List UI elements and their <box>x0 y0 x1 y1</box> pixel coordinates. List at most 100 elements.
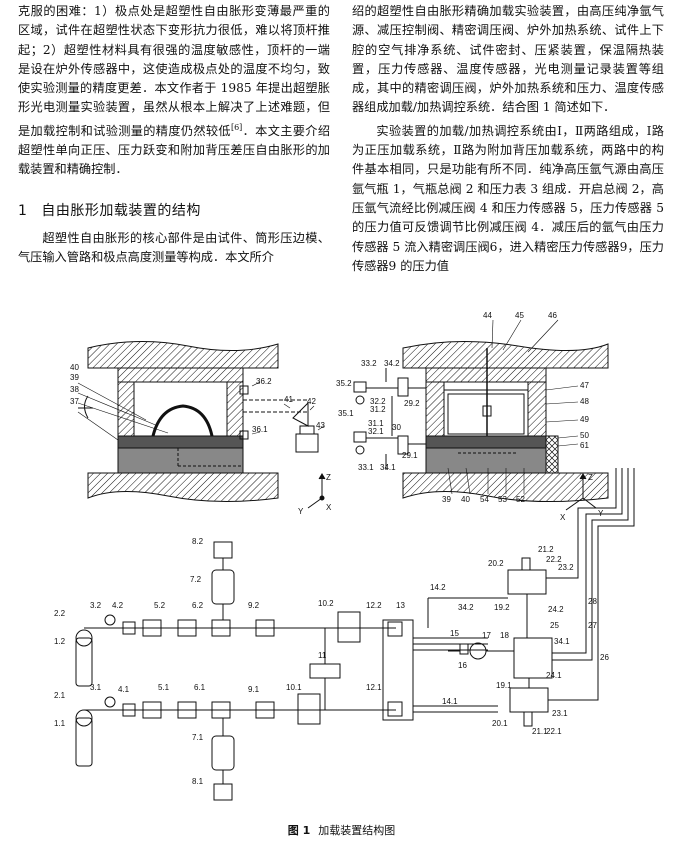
label: 25 <box>550 621 559 630</box>
sensor-9-1 <box>255 701 275 719</box>
figure-number: 图 1 <box>287 824 311 837</box>
axis-label: Y <box>598 509 604 518</box>
label: 3.1 <box>90 683 102 692</box>
label: 49 <box>580 415 589 424</box>
pneumatic-circuit <box>75 468 635 801</box>
valve-10-2 <box>337 611 361 643</box>
label: 12.2 <box>366 601 382 610</box>
label: 35.1 <box>338 409 354 418</box>
label: 42 <box>307 397 316 406</box>
valve-6-1 <box>211 701 231 719</box>
paragraph: 绍的超塑性自由胀形精确加载实验装置，由高压纯净氩气源、减压控制阀、精密调压阀、炉… <box>352 4 664 115</box>
label: 19.2 <box>494 603 510 612</box>
label: 24.2 <box>548 605 564 614</box>
label: 32.2 <box>370 397 386 406</box>
figure-labels: 40 39 38 37 36.2 36.1 41 42 43 44 45 46 … <box>54 311 609 786</box>
recorder-43 <box>295 433 319 453</box>
left-die-assembly <box>77 340 325 503</box>
bulged-specimen-left <box>151 404 214 437</box>
label: 38 <box>70 385 79 394</box>
label: 34.2 <box>384 359 400 368</box>
label: 10.2 <box>318 599 334 608</box>
label: 29.2 <box>404 399 420 408</box>
section-title: 自由胀形加载装置的结构 <box>41 202 201 219</box>
apparatus-diagram: 40 39 38 37 36.2 36.1 41 42 43 44 45 46 … <box>54 311 635 801</box>
label: 24.1 <box>546 671 562 680</box>
pressure-gauge-3-2 <box>104 614 116 626</box>
label: 1.1 <box>54 719 66 728</box>
label: 50 <box>580 431 589 440</box>
label: 39 <box>70 373 79 382</box>
axes-left <box>307 473 326 509</box>
axis-label: Y <box>298 507 304 516</box>
label: 12.1 <box>366 683 382 692</box>
upper-platen-right <box>402 340 609 369</box>
valve-4-2 <box>142 619 162 637</box>
label: 1.2 <box>54 637 66 646</box>
label: 36.1 <box>252 425 268 434</box>
label: 34.2 <box>458 603 474 612</box>
gas-cylinder-1-2 <box>75 637 93 687</box>
label: 2.1 <box>54 691 66 700</box>
label: 23.2 <box>558 563 574 572</box>
figure-loading-apparatus: 40 39 38 37 36.2 36.1 41 42 43 44 45 46 … <box>18 308 668 820</box>
sensor-5-1 <box>177 701 197 719</box>
label: 27 <box>588 621 597 630</box>
valve-29-2 <box>397 377 409 397</box>
axis-label: X <box>326 503 332 512</box>
label: 7.1 <box>192 733 204 742</box>
label: 61 <box>580 441 589 450</box>
label: 28 <box>588 597 597 606</box>
paragraph: 克服的困难：1）极点处是超塑性自由胀形变薄最严重的区域，试件在超塑性状态下变形抗… <box>18 4 331 177</box>
label: 46 <box>548 311 557 320</box>
label: 35.2 <box>336 379 352 388</box>
label: 30 <box>392 423 401 432</box>
label: 31.2 <box>370 405 386 414</box>
lamp-37 <box>84 395 89 419</box>
label: 20.1 <box>492 719 508 728</box>
tank-7-2 <box>211 569 235 605</box>
text-column-left: 克服的困难：1）极点处是超塑性自由胀形变薄最严重的区域，试件在超塑性状态下变形抗… <box>18 2 330 268</box>
label: 44 <box>483 311 492 320</box>
label: 4.2 <box>112 601 124 610</box>
label: 37 <box>70 397 79 406</box>
label: 32.1 <box>368 427 384 436</box>
label: 22.1 <box>546 727 562 736</box>
label: 41 <box>284 395 293 404</box>
sensor-5-2 <box>177 619 197 637</box>
label: 21.1 <box>532 727 548 736</box>
label: 6.1 <box>194 683 206 692</box>
lower-platen-left <box>87 472 279 503</box>
label: 8.2 <box>192 537 204 546</box>
label: 22.2 <box>546 555 562 564</box>
figure-caption-text: 加载装置结构图 <box>318 824 396 837</box>
label: 18 <box>500 631 509 640</box>
label: 54 <box>480 495 489 504</box>
label: 40 <box>461 495 470 504</box>
label: 4.1 <box>118 685 130 694</box>
chamber-23-1 <box>509 687 549 713</box>
label: 14.1 <box>442 697 458 706</box>
sensor-9-2 <box>255 619 275 637</box>
axes-right <box>565 473 597 511</box>
paragraph: 超塑性自由胀形的核心部件是由试件、筒形压边模、气压输入管路和极点高度测量等构成．… <box>18 231 330 265</box>
gas-cylinder-1-1 <box>75 717 93 767</box>
label: 21.2 <box>538 545 554 554</box>
valve-29-1 <box>397 435 409 455</box>
label: 13 <box>396 601 405 610</box>
valve-6-2 <box>211 619 231 637</box>
paragraph: 实验装置的加载/加热调控系统由Ⅰ，Ⅱ两路组成，Ⅰ路为正压加载系统，Ⅱ路为附加背压… <box>352 123 664 273</box>
label: 48 <box>580 397 589 406</box>
label: 36.2 <box>256 377 272 386</box>
label: 26 <box>600 653 609 662</box>
valve-11 <box>309 663 341 679</box>
lower-platen-right <box>402 472 609 503</box>
chamber-34-1 <box>513 637 553 679</box>
pressure-gauge-3-1 <box>104 696 116 708</box>
label: 53 <box>498 495 507 504</box>
label: 40 <box>70 363 79 372</box>
label: 33.1 <box>358 463 374 472</box>
label: 19.1 <box>496 681 512 690</box>
label: 52 <box>516 495 525 504</box>
label: 34.1 <box>554 637 570 646</box>
